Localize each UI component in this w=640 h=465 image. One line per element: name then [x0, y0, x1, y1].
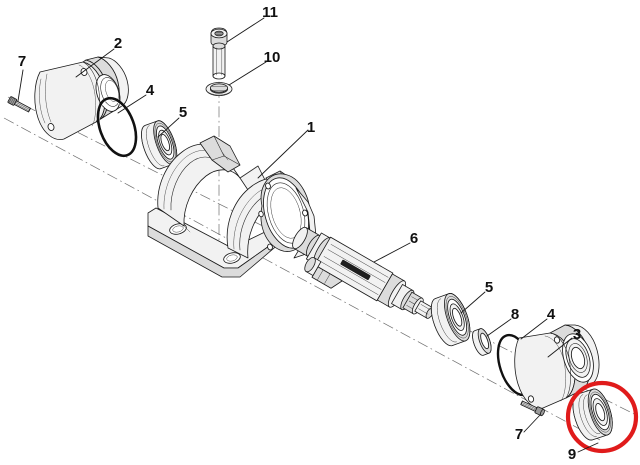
callout-4-left: 4	[146, 82, 155, 99]
part-bearing-housing-right	[514, 324, 600, 409]
callout-9: 9	[568, 446, 576, 463]
callout-5-left: 5	[179, 104, 187, 121]
callout-7-right: 7	[515, 426, 523, 443]
part-ball-bearing-right	[430, 293, 471, 347]
callout-2: 2	[114, 35, 122, 52]
callout-4-right: 4	[547, 306, 556, 323]
part-o-ring-left	[96, 96, 138, 158]
callout-11: 11	[262, 4, 278, 21]
callout-5-right: 5	[485, 279, 493, 296]
callout-10: 10	[264, 49, 281, 66]
callout-labels: 1 2 3 4 4 5 5 6 7 7 8 9 10 11	[18, 4, 581, 463]
part-socket-screw-right	[520, 400, 545, 417]
part-flat-washer	[205, 82, 233, 96]
callout-7-left: 7	[18, 53, 26, 70]
callout-3: 3	[573, 326, 581, 343]
callout-6: 6	[410, 230, 418, 247]
part-ball-bearing-highlighted	[572, 388, 613, 441]
part-9-highlight-ring	[565, 380, 639, 454]
callout-1: 1	[307, 119, 315, 136]
leader-lines	[17, 17, 599, 453]
part-eccentric-shaft	[292, 226, 435, 319]
callout-8: 8	[511, 306, 519, 323]
part-socket-screw-left	[7, 96, 31, 113]
part-bearing-cover-left	[34, 56, 129, 140]
part-cap-screw-top	[210, 27, 228, 80]
part-shim-washer	[472, 328, 492, 356]
